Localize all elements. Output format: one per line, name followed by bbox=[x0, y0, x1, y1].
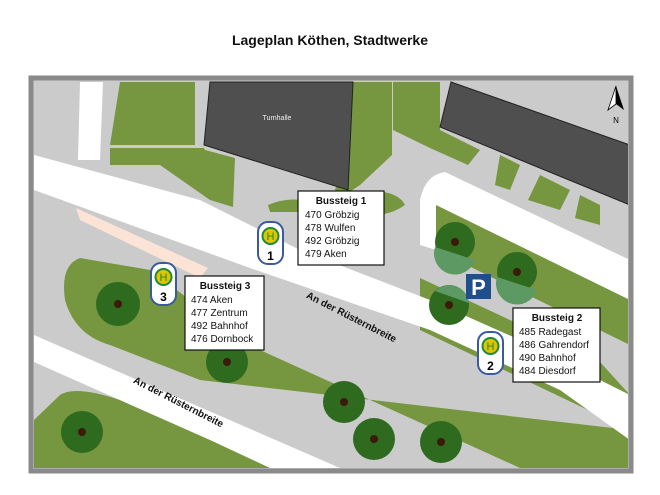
tree bbox=[433, 222, 475, 275]
bus-stop-icon: H bbox=[267, 231, 275, 243]
route: 484 Diesdorf bbox=[519, 366, 576, 377]
route: 477 Zentrum bbox=[191, 308, 248, 319]
route: 470 Gröbzig bbox=[305, 210, 359, 221]
bus-stop-icon: H bbox=[160, 272, 168, 284]
north-arrow-icon: N bbox=[607, 85, 624, 125]
trees bbox=[61, 222, 537, 463]
tree bbox=[96, 282, 140, 326]
tree bbox=[420, 421, 462, 463]
map-title: Lageplan Köthen, Stadtwerke bbox=[231, 32, 429, 48]
bus-stop-2-sign[interactable]: H 2 bbox=[477, 331, 504, 375]
platform-3-info: Bussteig 3 474 Aken 477 Zentrum 492 Bahn… bbox=[184, 275, 265, 351]
north-label: N bbox=[613, 116, 619, 125]
stop-number: 3 bbox=[160, 290, 167, 304]
route: 492 Bahnhof bbox=[191, 321, 248, 332]
platform-2-info: Bussteig 2 485 Radegast 486 Gahrendorf 4… bbox=[512, 307, 601, 383]
route: 476 Dornbock bbox=[191, 334, 254, 345]
stop-number: 1 bbox=[267, 249, 274, 263]
building bbox=[439, 81, 628, 205]
parking-icon: P bbox=[471, 275, 486, 300]
tree bbox=[495, 252, 537, 305]
svg-text:Bussteig 2: Bussteig 2 bbox=[532, 313, 583, 324]
svg-text:Bussteig 3: Bussteig 3 bbox=[200, 281, 251, 292]
footpath bbox=[76, 208, 208, 278]
route: 486 Gahrendorf bbox=[519, 340, 589, 351]
route: 478 Wulfen bbox=[305, 223, 355, 234]
parking-sign: P bbox=[466, 274, 491, 300]
route: 492 Gröbzig bbox=[305, 236, 359, 247]
tree bbox=[61, 411, 103, 453]
route: 479 Aken bbox=[305, 249, 347, 260]
building-label: Turnhalle bbox=[263, 115, 292, 122]
bus-stop-icon: H bbox=[487, 341, 495, 353]
route: 485 Radegast bbox=[519, 327, 581, 338]
tree bbox=[206, 341, 248, 383]
turnhalle-building bbox=[203, 81, 354, 191]
bus-stop-1-sign[interactable]: H 1 bbox=[257, 221, 284, 265]
route: 490 Bahnhof bbox=[519, 353, 576, 364]
stop-number: 2 bbox=[487, 359, 494, 373]
bus-stop-3-sign[interactable]: H 3 bbox=[150, 262, 177, 306]
tree bbox=[353, 418, 395, 460]
svg-text:Bussteig 1: Bussteig 1 bbox=[316, 196, 367, 207]
platform-1-info: Bussteig 1 470 Gröbzig 478 Wulfen 492 Gr… bbox=[297, 190, 385, 266]
tree bbox=[429, 285, 469, 325]
route: 474 Aken bbox=[191, 295, 233, 306]
tree bbox=[323, 381, 365, 423]
